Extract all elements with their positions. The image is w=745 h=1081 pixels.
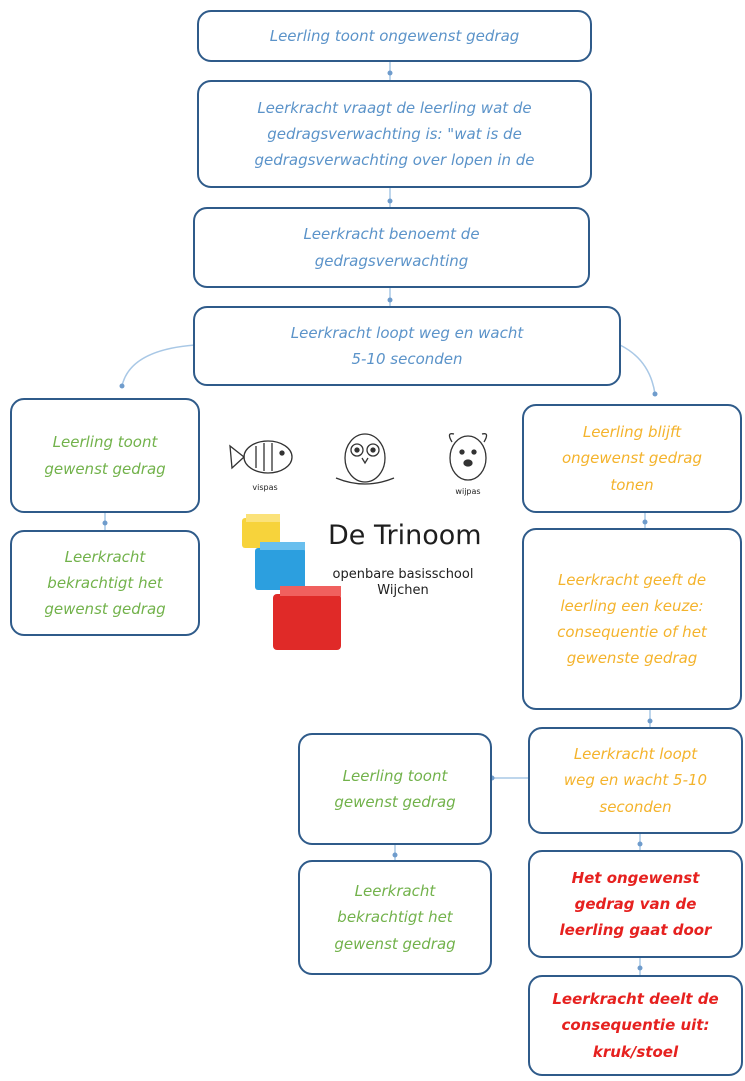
connector-arrowhead bbox=[119, 383, 125, 389]
connector-arrowhead bbox=[637, 965, 643, 971]
flow-box-3: Leerkracht benoemt de gedragsverwachting bbox=[193, 207, 590, 288]
school-subtitle-line-2: Wijchen bbox=[377, 582, 429, 598]
left-box-2: Leerkracht bekrachtigt het gewenst gedra… bbox=[10, 530, 200, 636]
left-box-1-text: Leerling toont gewenst gedrag bbox=[44, 433, 166, 478]
right-box-1: Leerling blijft ongewenst gedrag tonen bbox=[522, 404, 742, 513]
connector-arrowhead bbox=[637, 841, 643, 847]
flow-box-1: Leerling toont ongewenst gedrag bbox=[197, 10, 592, 62]
connector-arrowhead bbox=[387, 70, 393, 76]
connector-arrowhead bbox=[392, 852, 398, 858]
connector-arrowhead bbox=[387, 297, 393, 303]
connector-arrowhead bbox=[387, 198, 393, 204]
dog-mascot-icon bbox=[448, 433, 488, 481]
left-box-2-text: Leerkracht bekrachtigt het gewenst gedra… bbox=[44, 547, 166, 619]
connector-arrowhead bbox=[647, 718, 653, 724]
connector-arrowhead bbox=[102, 520, 108, 526]
flow-box-3-text: Leerkracht benoemt de gedragsverwachting bbox=[303, 225, 480, 270]
right-box-4: Het ongewenst gedrag van de leerling gaa… bbox=[528, 850, 743, 958]
mascot-label-3: wijpas bbox=[455, 487, 481, 496]
mid-box-2: Leerkracht bekrachtigt het gewenst gedra… bbox=[298, 860, 492, 975]
right-box-3: Leerkracht loopt weg en wacht 5-10 secon… bbox=[528, 727, 743, 834]
right-box-5-text: Leerkracht deelt de consequentie uit: kr… bbox=[552, 990, 719, 1061]
right-box-2-text: Leerkracht geeft de leerling een keuze: … bbox=[557, 570, 707, 668]
fish-mascot-icon bbox=[229, 440, 293, 474]
left-box-1: Leerling toont gewenst gedrag bbox=[10, 398, 200, 513]
block-yellow bbox=[242, 514, 280, 548]
mid-box-1-text: Leerling toont gewenst gedrag bbox=[334, 766, 456, 811]
school-name: De Trinoom bbox=[328, 520, 482, 551]
connector-4-right bbox=[619, 344, 656, 395]
mid-box-1: Leerling toont gewenst gedrag bbox=[298, 733, 492, 845]
school-subtitle: openbare basisschool Wijchen bbox=[318, 567, 488, 598]
right-box-1-text: Leerling blijft ongewenst gedrag tonen bbox=[561, 423, 703, 494]
flow-box-2-text: Leerkracht vraagt de leerling wat de ged… bbox=[254, 98, 535, 170]
right-box-5: Leerkracht deelt de consequentie uit: kr… bbox=[528, 975, 743, 1076]
block-red bbox=[273, 586, 341, 650]
right-box-3-text: Leerkracht loopt weg en wacht 5-10 secon… bbox=[563, 745, 708, 816]
mid-box-2-text: Leerkracht bekrachtigt het gewenst gedra… bbox=[334, 882, 456, 953]
right-box-4-text: Het ongewenst gedrag van de leerling gaa… bbox=[559, 868, 712, 940]
right-box-2: Leerkracht geeft de leerling een keuze: … bbox=[522, 528, 742, 710]
owl-mascot-icon bbox=[335, 433, 395, 485]
mascot-label-1: vispas bbox=[252, 483, 278, 492]
flow-box-2: Leerkracht vraagt de leerling wat de ged… bbox=[197, 80, 592, 188]
block-blue bbox=[255, 542, 305, 590]
flow-box-4: Leerkracht loopt weg en wacht 5-10 secon… bbox=[193, 306, 621, 386]
connector-4-left bbox=[121, 344, 196, 387]
connector-arrowhead bbox=[642, 519, 648, 525]
flow-box-1-text: Leerling toont ongewenst gedrag bbox=[269, 26, 520, 45]
flow-box-4-text: Leerkracht loopt weg en wacht 5-10 secon… bbox=[290, 323, 524, 368]
connector-arrowhead bbox=[652, 391, 658, 397]
school-subtitle-line-1: openbare basisschool bbox=[332, 567, 474, 582]
